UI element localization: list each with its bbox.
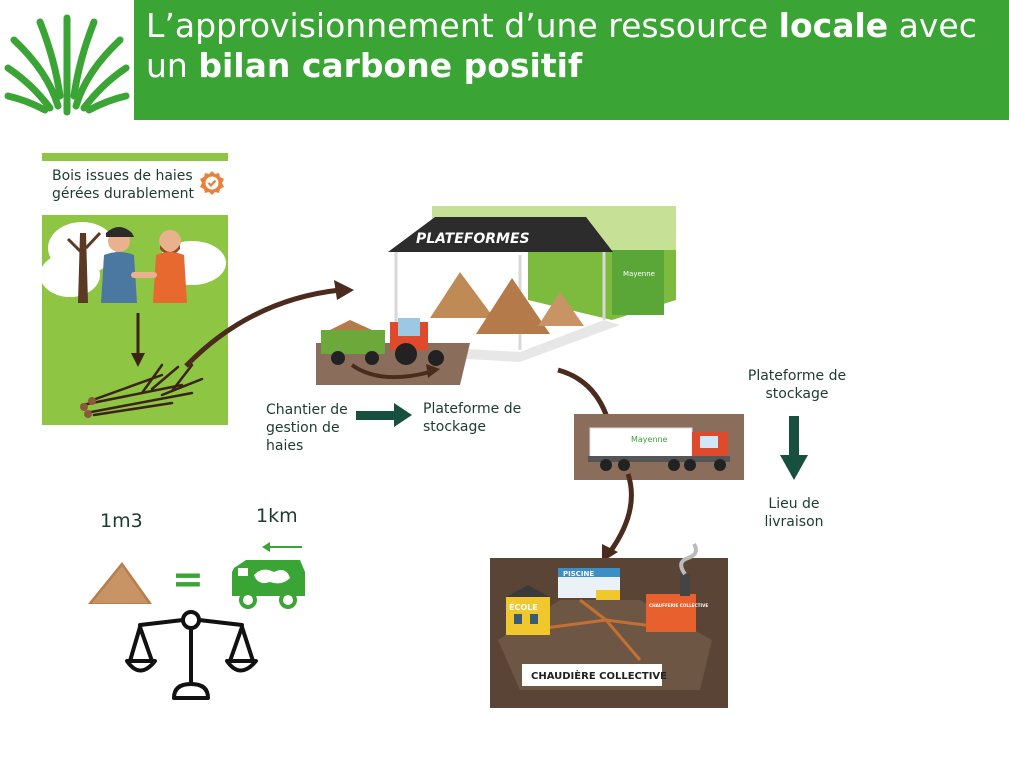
tractor-wheel <box>428 350 444 366</box>
hedge-card-line: Bois issues de haies <box>52 168 193 184</box>
down-arrow-head <box>131 353 145 367</box>
village-illustration: ÉCOLE PISCINE CHAUFFERIE COLLECTIVE CHAU… <box>490 542 728 708</box>
equals-sign: = <box>172 557 204 601</box>
boiler-caption: CHAUDIÈRE COLLECTIVE <box>531 669 667 682</box>
forester-head <box>159 230 181 252</box>
title-emphasis: locale <box>778 6 889 45</box>
left-arrow-icon <box>262 542 302 552</box>
truck-wheel <box>684 459 696 471</box>
distance-label: 1km <box>256 505 298 527</box>
pool-sign: PISCINE <box>563 570 594 578</box>
flow-left-from-label: haies <box>266 438 303 454</box>
title-text: avec <box>888 6 977 45</box>
trailer-wheel <box>365 351 379 365</box>
wood-chip-pile <box>430 272 494 318</box>
boiler-building-sign: CHAUFFERIE COLLECTIVE <box>649 603 708 608</box>
trailer-wheel <box>331 351 345 365</box>
flow-left-to-label: Plateforme de <box>423 401 521 417</box>
platform-sign: PLATEFORMES <box>416 231 530 247</box>
boiler-caption-box <box>522 664 662 686</box>
platform-roof <box>388 217 613 252</box>
truck-wheel <box>618 459 630 471</box>
farmer-body <box>101 252 137 303</box>
van-icon <box>232 560 305 609</box>
arrow-platform-to-truck <box>557 367 611 421</box>
title-text: L’approvisionnement d’une ressource <box>146 6 779 45</box>
truck-wheel <box>714 459 726 471</box>
platform-building-sign: Mayenne <box>623 270 655 278</box>
curved-arrow-to-platform-head <box>334 280 354 300</box>
farmer-cap <box>106 227 134 237</box>
cut-branches <box>80 363 204 417</box>
forester-body <box>153 252 187 303</box>
flow-right-from-label: Plateforme de <box>748 368 846 384</box>
flow-left-arrow <box>356 403 412 427</box>
page-title: L’approvisionnement d’une ressource loca… <box>146 6 977 86</box>
logo-icon <box>4 14 130 116</box>
flow-left-from-label: gestion de <box>266 420 340 436</box>
tree-branch <box>84 231 102 250</box>
volume-label: 1m3 <box>100 510 143 532</box>
truck-wheel <box>600 459 612 471</box>
curved-arrow-to-platform <box>184 287 341 368</box>
balance-scale-icon <box>125 610 258 700</box>
flow-right-to-label: Lieu de <box>768 496 819 512</box>
tractor-wheel <box>395 343 417 365</box>
wood-chip-pile <box>476 278 550 334</box>
hedge-illustration <box>42 222 226 418</box>
hedge-card: Bois issues de haies gérées durablement <box>42 153 228 425</box>
school-sign: ÉCOLE <box>509 601 538 612</box>
wood-chip-pile <box>538 292 584 326</box>
platform-illustration: PLATEFORMES Mayenne <box>316 206 676 385</box>
flow-right-arrow <box>780 416 808 480</box>
hedge-card-line: gérées durablement <box>52 186 195 202</box>
arrow-truck-to-village-head <box>602 544 618 562</box>
trailer <box>321 330 385 354</box>
school-building <box>506 597 550 635</box>
flow-left-from-label: Chantier de <box>266 402 348 418</box>
flow-left-to-label: stockage <box>423 419 486 435</box>
flow-right-from-label: stockage <box>766 386 829 402</box>
truck-wheel <box>668 459 680 471</box>
arrow-truck-to-village <box>607 473 634 554</box>
boiler-building <box>646 594 696 632</box>
truck-panel: Mayenne <box>574 414 744 480</box>
truck-brand: Mayenne <box>631 435 668 444</box>
flow-right-to-label: livraison <box>764 514 823 530</box>
hedge-card-text: Bois issues de haies gérées durablement <box>52 167 194 203</box>
title-emphasis: bilan carbone positif <box>198 46 583 85</box>
title-text: un <box>146 46 199 85</box>
tree-branch <box>66 237 84 255</box>
title-banner <box>134 0 1009 120</box>
certified-badge-icon <box>200 171 224 195</box>
hedge-card-header <box>42 161 228 215</box>
